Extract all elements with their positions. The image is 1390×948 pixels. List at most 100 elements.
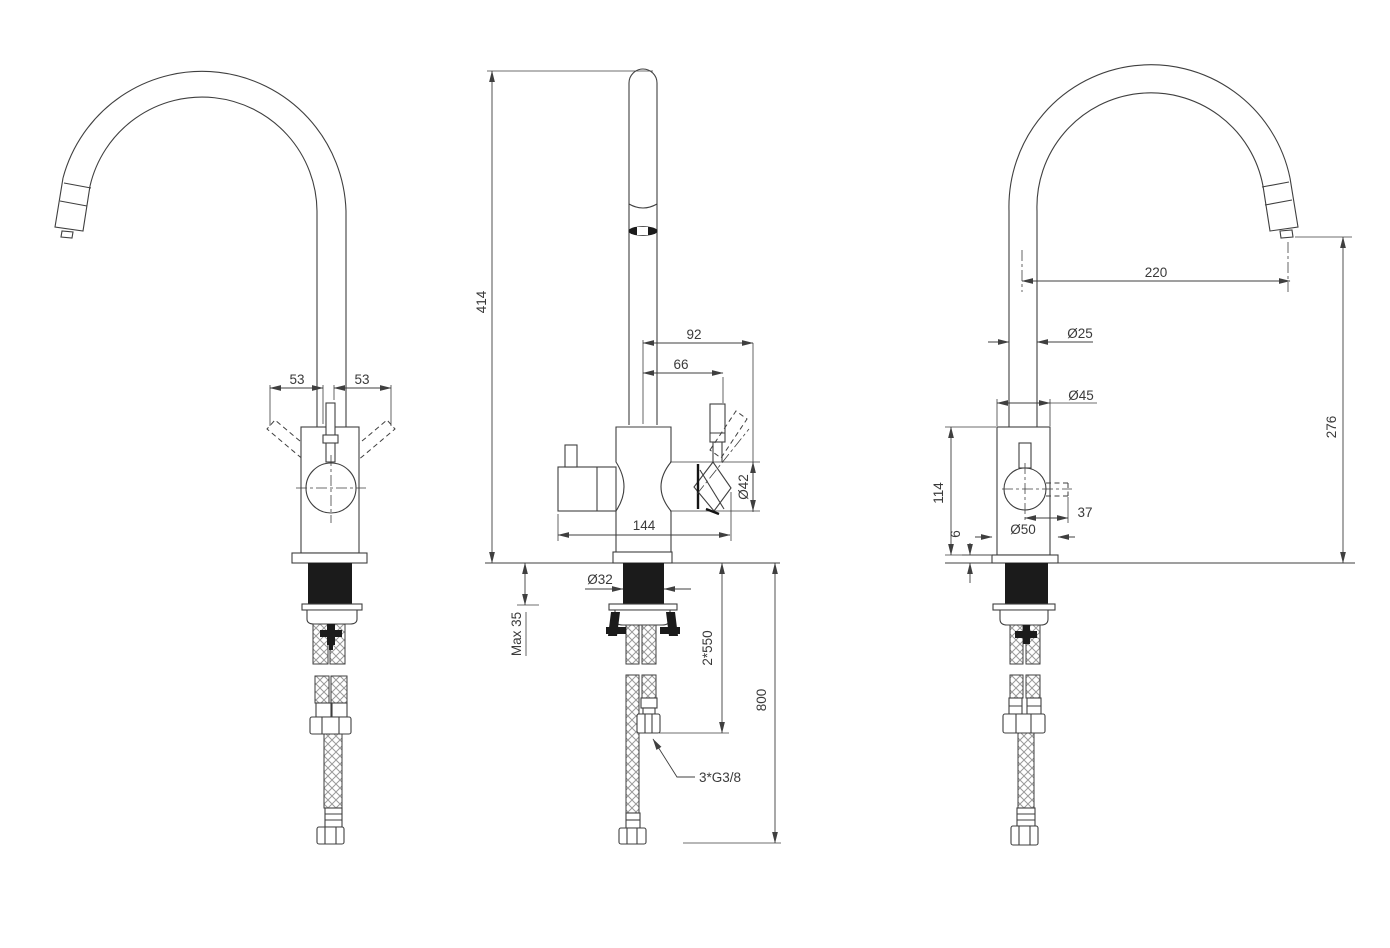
front-dimensions: 53 53 xyxy=(269,372,392,426)
dim-92-label: 92 xyxy=(686,327,701,342)
side-body-column xyxy=(615,426,672,553)
back-hose-end-collar xyxy=(1016,807,1036,827)
side-right-lever-stem xyxy=(710,432,725,462)
back-end-collar-lines xyxy=(1017,813,1035,821)
front-spout-seams xyxy=(59,182,92,207)
front-base-flange xyxy=(291,552,368,564)
front-stud-nut xyxy=(320,630,342,637)
side-mounting-nut xyxy=(614,609,671,626)
side-body xyxy=(557,403,760,564)
side-left-handle-stem xyxy=(564,444,578,468)
side-threaded-shank xyxy=(623,563,664,604)
dim-6-label: 6 xyxy=(948,530,963,538)
back-hose-mid-b xyxy=(1025,674,1041,699)
side-valve-shoulders xyxy=(670,461,760,512)
front-hex-nut-lower xyxy=(316,826,345,845)
thread-leader-line xyxy=(652,738,695,778)
side-hose-short xyxy=(641,674,657,699)
side-base-flange xyxy=(612,551,673,564)
dim-66-label: 66 xyxy=(673,357,688,372)
side-g38-nut-facets xyxy=(644,714,653,733)
front-hose-mid-a xyxy=(314,675,330,704)
back-dimensions: 220 Ø25 Ø45 114 37 6 Ø50 276 xyxy=(931,236,1352,583)
dim-220-label: 220 xyxy=(1145,265,1168,280)
side-spout xyxy=(628,68,658,425)
back-base-plate xyxy=(991,554,1059,564)
front-spout-outer-curve xyxy=(62,70,347,212)
front-body xyxy=(266,402,396,564)
dim-550-label: 2*550 xyxy=(700,630,715,665)
dim-45-label: Ø45 xyxy=(1068,388,1094,403)
front-hose-end-collar xyxy=(324,807,343,828)
back-hose-mid-a xyxy=(1009,674,1024,699)
back-hex-nut-bottom xyxy=(1010,825,1039,846)
back-washer xyxy=(992,603,1056,611)
front-handle-stem xyxy=(325,402,336,463)
dim-53-right-label: 53 xyxy=(354,372,369,387)
dim-53-left-label: 53 xyxy=(289,372,304,387)
side-right-lever-vertical xyxy=(709,403,726,443)
dim-144-label: 144 xyxy=(633,518,656,533)
back-hex-bottom-facets xyxy=(1018,826,1031,845)
front-spout-tip xyxy=(54,177,91,232)
side-undermount xyxy=(485,562,780,845)
front-hose-lower xyxy=(323,733,343,809)
front-undermount xyxy=(301,563,363,845)
front-view: 53 53 xyxy=(54,70,396,845)
front-spout xyxy=(54,70,347,427)
side-right-lever-dashed xyxy=(709,410,748,459)
dim-414-label: 414 xyxy=(474,290,489,313)
back-riser xyxy=(1008,211,1038,427)
back-knob-profile-dashed xyxy=(1046,482,1069,497)
back-threaded-shank xyxy=(1005,563,1048,604)
side-hose-long xyxy=(625,674,640,814)
side-view: 414 92 66 Ø42 144 Ø32 Max 35 2*550 800 xyxy=(474,68,781,845)
side-fitting-collar xyxy=(640,697,658,709)
front-ext-lines xyxy=(269,385,392,426)
front-aerator-nub xyxy=(60,230,74,239)
back-spout xyxy=(1008,64,1299,427)
side-right-valve-edge xyxy=(696,464,720,516)
front-threaded-shank xyxy=(308,563,352,604)
side-washer xyxy=(608,603,678,611)
side-left-valve-block xyxy=(557,466,617,512)
side-hex-bottom-facets xyxy=(626,828,638,844)
back-hose-lower xyxy=(1017,732,1035,809)
dim-800-label: 800 xyxy=(754,689,769,712)
back-stud-nut xyxy=(1015,631,1037,638)
dim-276-label: 276 xyxy=(1324,416,1339,439)
front-washer xyxy=(301,603,363,611)
back-spout-outer-curve xyxy=(1008,64,1291,212)
back-spout-inner-curve xyxy=(1036,92,1264,212)
side-dimensions: 414 92 66 Ø42 144 Ø32 Max 35 2*550 800 xyxy=(474,70,781,844)
dim-37-label: 37 xyxy=(1077,505,1092,520)
side-right-valve-axis xyxy=(696,428,750,495)
front-stud-tip xyxy=(329,645,333,650)
back-undermount xyxy=(945,562,1355,846)
back-knob-centerlines xyxy=(1002,463,1072,523)
dim-25-label: Ø25 xyxy=(1067,326,1093,341)
dim-32-label: Ø32 xyxy=(587,572,613,587)
front-knob-centerlines xyxy=(296,455,366,523)
side-tube-seam xyxy=(628,203,658,209)
thread-label: 3*G3/8 xyxy=(699,770,741,785)
front-hose-collar-b xyxy=(331,702,348,718)
side-aerator-hole xyxy=(637,227,648,235)
back-aerator-nub xyxy=(1279,229,1294,239)
front-hose-collar-a xyxy=(315,702,332,718)
back-body xyxy=(991,426,1072,564)
front-collar-lines xyxy=(325,813,342,821)
front-hex-nut-upper xyxy=(309,716,352,735)
back-view: 220 Ø25 Ø45 114 37 6 Ø50 276 xyxy=(931,64,1355,846)
front-hex-nut-facets xyxy=(321,717,340,734)
front-hose-mid-b xyxy=(330,675,348,704)
front-hex-lower-facets xyxy=(324,827,337,844)
side-stud-left-nut xyxy=(606,627,626,634)
side-right-valve-hatch xyxy=(699,469,725,510)
back-spout-tip xyxy=(1262,177,1299,232)
front-handle-collar xyxy=(322,434,339,444)
side-hex-nut-bottom xyxy=(618,827,647,845)
side-stud-right-nut xyxy=(660,627,680,634)
